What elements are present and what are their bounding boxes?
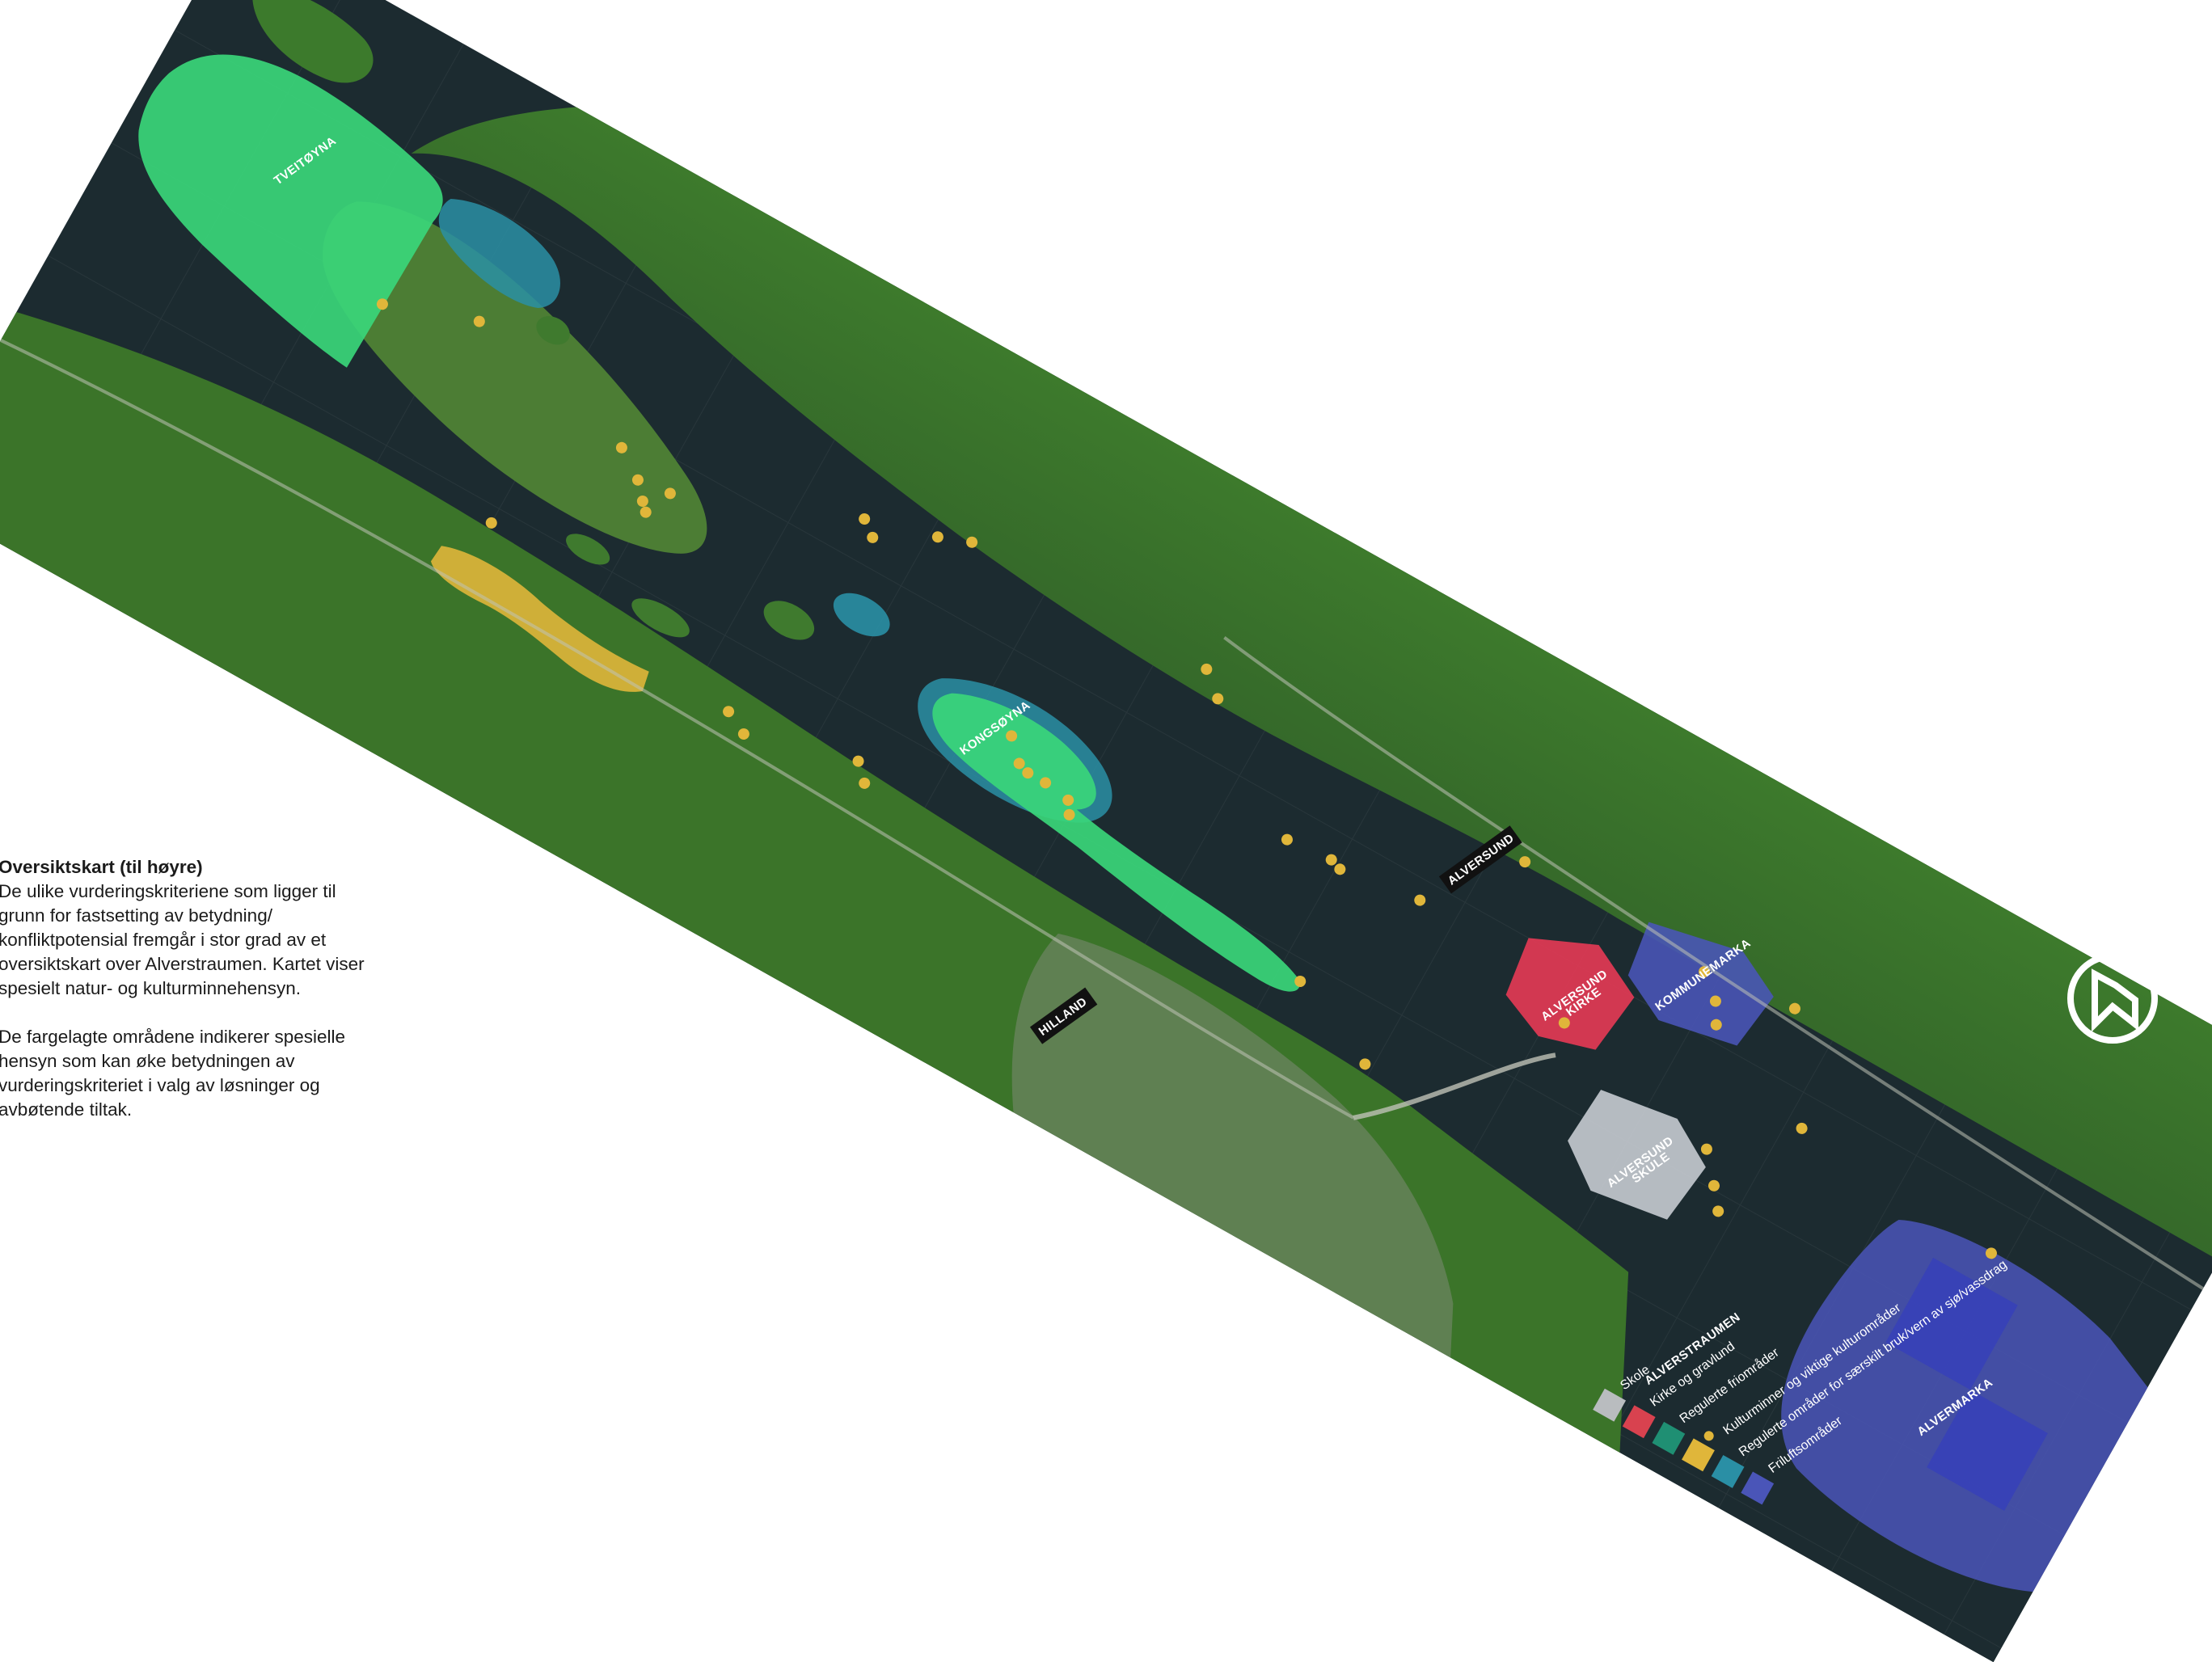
north-shore-land (411, 107, 2212, 1261)
islet-1 (763, 601, 815, 640)
brand-logo (2064, 950, 2161, 1047)
alvermarka-dark-cell-1 (1885, 1257, 2018, 1390)
description-paragraph-1: De ulike vurderingskriteriene som ligger… (0, 881, 365, 998)
zone-culture-south[interactable] (419, 538, 661, 704)
logo-circle-icon (2067, 953, 2158, 1044)
legend-swatch-skole (1593, 1388, 1627, 1422)
map-description: Oversiktskart (til høyre) De ulike vurde… (0, 855, 378, 1122)
tveitoyna-peninsula (323, 201, 707, 554)
zone-water-reserve-2[interactable] (826, 584, 897, 646)
description-paragraph-2: De fargelagte områdene indikerer spesiel… (0, 1027, 345, 1120)
alvermarka-dark-cell-2 (1927, 1390, 2048, 1511)
zone-water-reserve-1[interactable] (420, 188, 579, 318)
culture-heritage-dots (376, 298, 1997, 1259)
islet-4 (536, 316, 570, 345)
legend-dot-kulturminner (1703, 1431, 1714, 1441)
urban-area (1011, 933, 1454, 1358)
legend-swatch-friluft (1741, 1471, 1775, 1505)
legend-swatch-kulturminner (1682, 1438, 1715, 1472)
road-main (1353, 1052, 1556, 1120)
legend-swatch-kirke (1622, 1405, 1656, 1439)
logo-arrow-icon (2092, 968, 2138, 1032)
small-island-top (252, 0, 374, 83)
islet-3 (631, 598, 690, 638)
road-north (1223, 636, 2205, 1290)
zone-kommunemarka[interactable] (1609, 905, 1785, 1064)
zone-alversund-skule[interactable] (1551, 1078, 1720, 1234)
legend-swatch-sjo-vassdrag (1711, 1454, 1745, 1488)
road-south (0, 339, 1355, 1120)
islet-2 (566, 534, 610, 565)
zone-alversund-kirke[interactable] (1489, 913, 1648, 1068)
zone-tveitoyna[interactable] (82, 17, 464, 369)
legend-swatch-friomrader (1652, 1421, 1686, 1455)
zone-kongsoyna[interactable] (895, 675, 1349, 999)
description-heading: Oversiktskart (til høyre) (0, 857, 203, 877)
